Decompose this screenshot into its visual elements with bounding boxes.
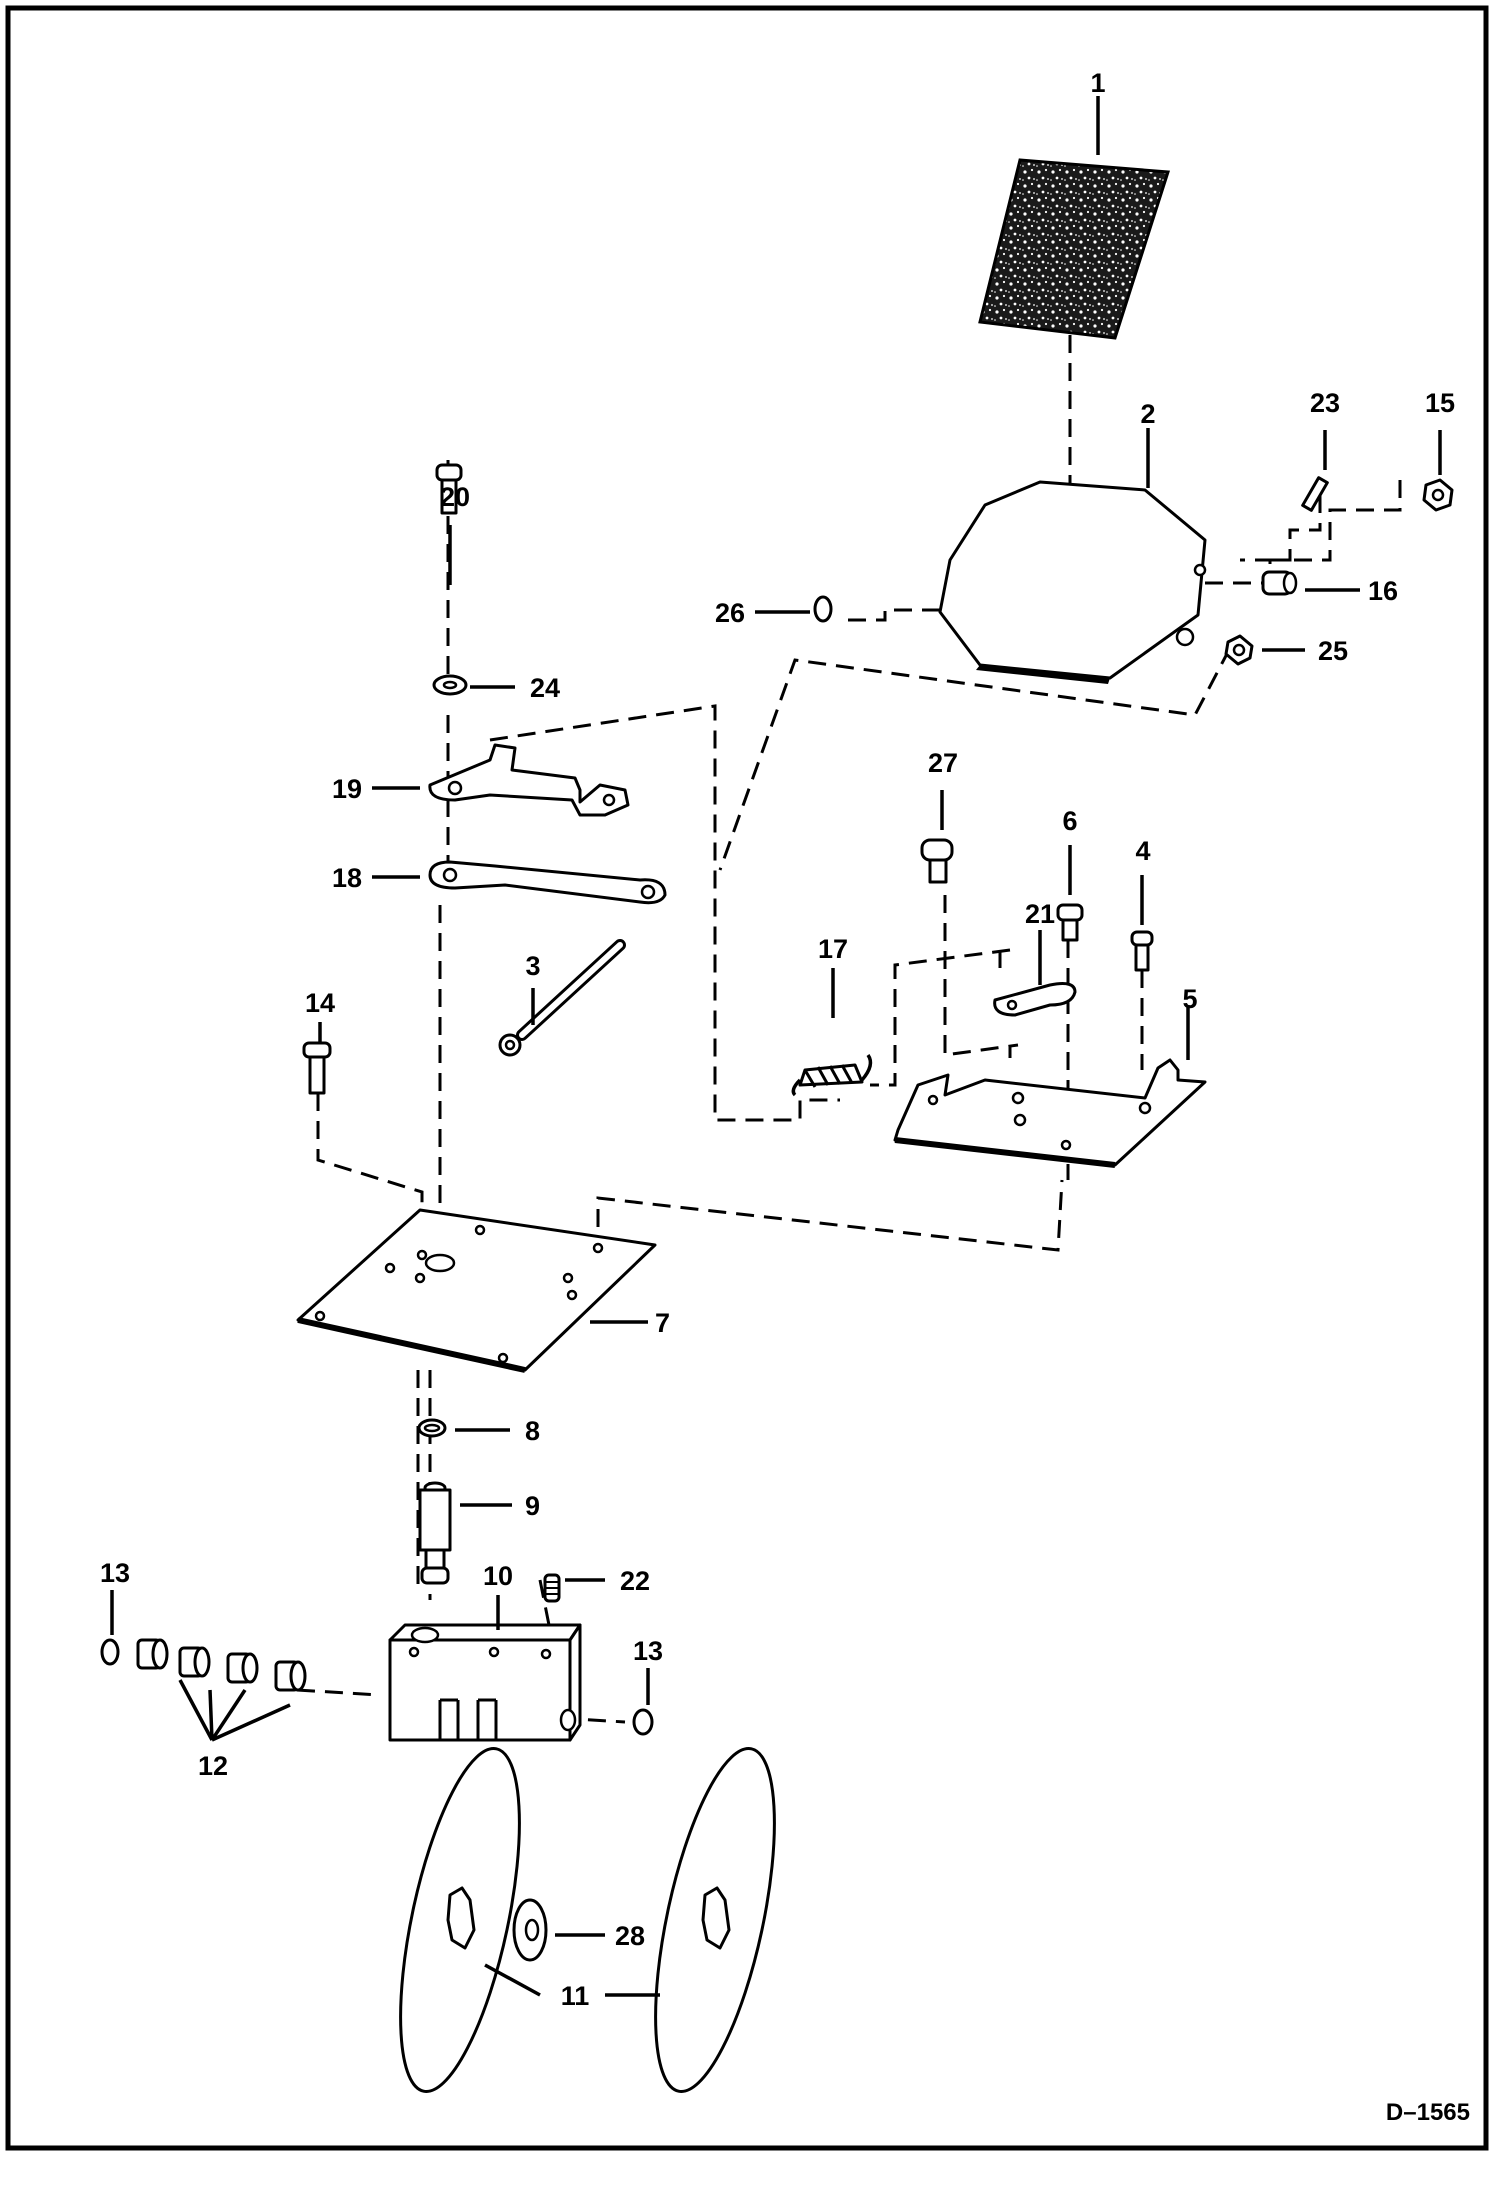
callout-labels: 1 2 23 15 16 25 26 20 24 19 18 3 14 27 6…	[100, 68, 1470, 2126]
part-1-grip-pad	[978, 158, 1171, 340]
part-23-pin	[1301, 476, 1329, 512]
callout-8: 8	[525, 1416, 540, 1446]
callout-5: 5	[1182, 984, 1197, 1014]
part-13-plug-left	[100, 1638, 120, 1666]
part-14-bolt	[302, 1041, 332, 1095]
callout-13-right: 13	[633, 1636, 663, 1666]
part-21-bracket	[993, 982, 1077, 1017]
part-27-knob	[920, 838, 954, 884]
callout-10: 10	[483, 1561, 513, 1591]
part-5-mount-plate	[893, 1058, 1207, 1168]
part-2-pedal-plate	[938, 480, 1207, 684]
callout-13-left: 13	[100, 1558, 130, 1588]
callout-7: 7	[655, 1308, 670, 1338]
callout-14: 14	[305, 988, 335, 1018]
drawing-code: D–1565	[1386, 2099, 1470, 2126]
part-22-pin	[543, 1573, 561, 1603]
callout-16: 16	[1368, 576, 1398, 606]
part-18-arm	[428, 860, 667, 905]
callout-3: 3	[525, 951, 540, 981]
callout-9: 9	[525, 1491, 540, 1521]
part-17-spring	[791, 1053, 873, 1097]
part-12-rollers	[136, 1638, 307, 1692]
callout-11: 11	[561, 1981, 590, 2011]
callout-28: 28	[615, 1921, 645, 1951]
callout-21: 21	[1025, 899, 1055, 929]
part-25-nut	[1224, 634, 1254, 666]
part-6-bolt	[1056, 903, 1084, 942]
part-15-nut	[1422, 478, 1454, 512]
part-4-bolt	[1130, 930, 1154, 972]
callout-19: 19	[332, 774, 362, 804]
part-11-disc-left	[399, 1747, 521, 2093]
part-10-block	[388, 1623, 582, 1742]
part-16-bushing	[1261, 570, 1298, 596]
part-20-bolt	[435, 463, 463, 515]
callout-15: 15	[1425, 388, 1455, 418]
assembly-lines	[296, 335, 1402, 1724]
callout-2: 2	[1140, 399, 1155, 429]
callout-22: 22	[620, 1566, 650, 1596]
callout-1: 1	[1090, 68, 1105, 98]
callout-4: 4	[1135, 836, 1150, 866]
callout-27: 27	[928, 748, 958, 778]
part-7-base-plate	[296, 1208, 657, 1373]
part-9-plunger	[418, 1481, 452, 1585]
callout-23: 23	[1310, 388, 1340, 418]
part-3-link-rod	[498, 939, 626, 1057]
part-24-washer	[432, 674, 468, 696]
callout-12: 12	[198, 1751, 228, 1781]
part-11-disc-right	[654, 1747, 776, 2093]
drawing-border	[5, 5, 1489, 2151]
leader-lines	[110, 96, 1442, 1997]
part-8-o-ring	[417, 1418, 447, 1438]
callout-18: 18	[332, 863, 362, 893]
part-28-spacer	[512, 1898, 548, 1962]
part-19-lever	[428, 743, 630, 817]
callout-17: 17	[818, 934, 848, 964]
part-13-plug-right	[632, 1708, 654, 1736]
part-26-washer	[813, 595, 833, 623]
callout-6: 6	[1062, 806, 1077, 836]
callout-24: 24	[530, 673, 560, 703]
callout-20: 20	[440, 482, 470, 512]
callout-25: 25	[1318, 636, 1348, 666]
callout-26: 26	[715, 598, 745, 628]
